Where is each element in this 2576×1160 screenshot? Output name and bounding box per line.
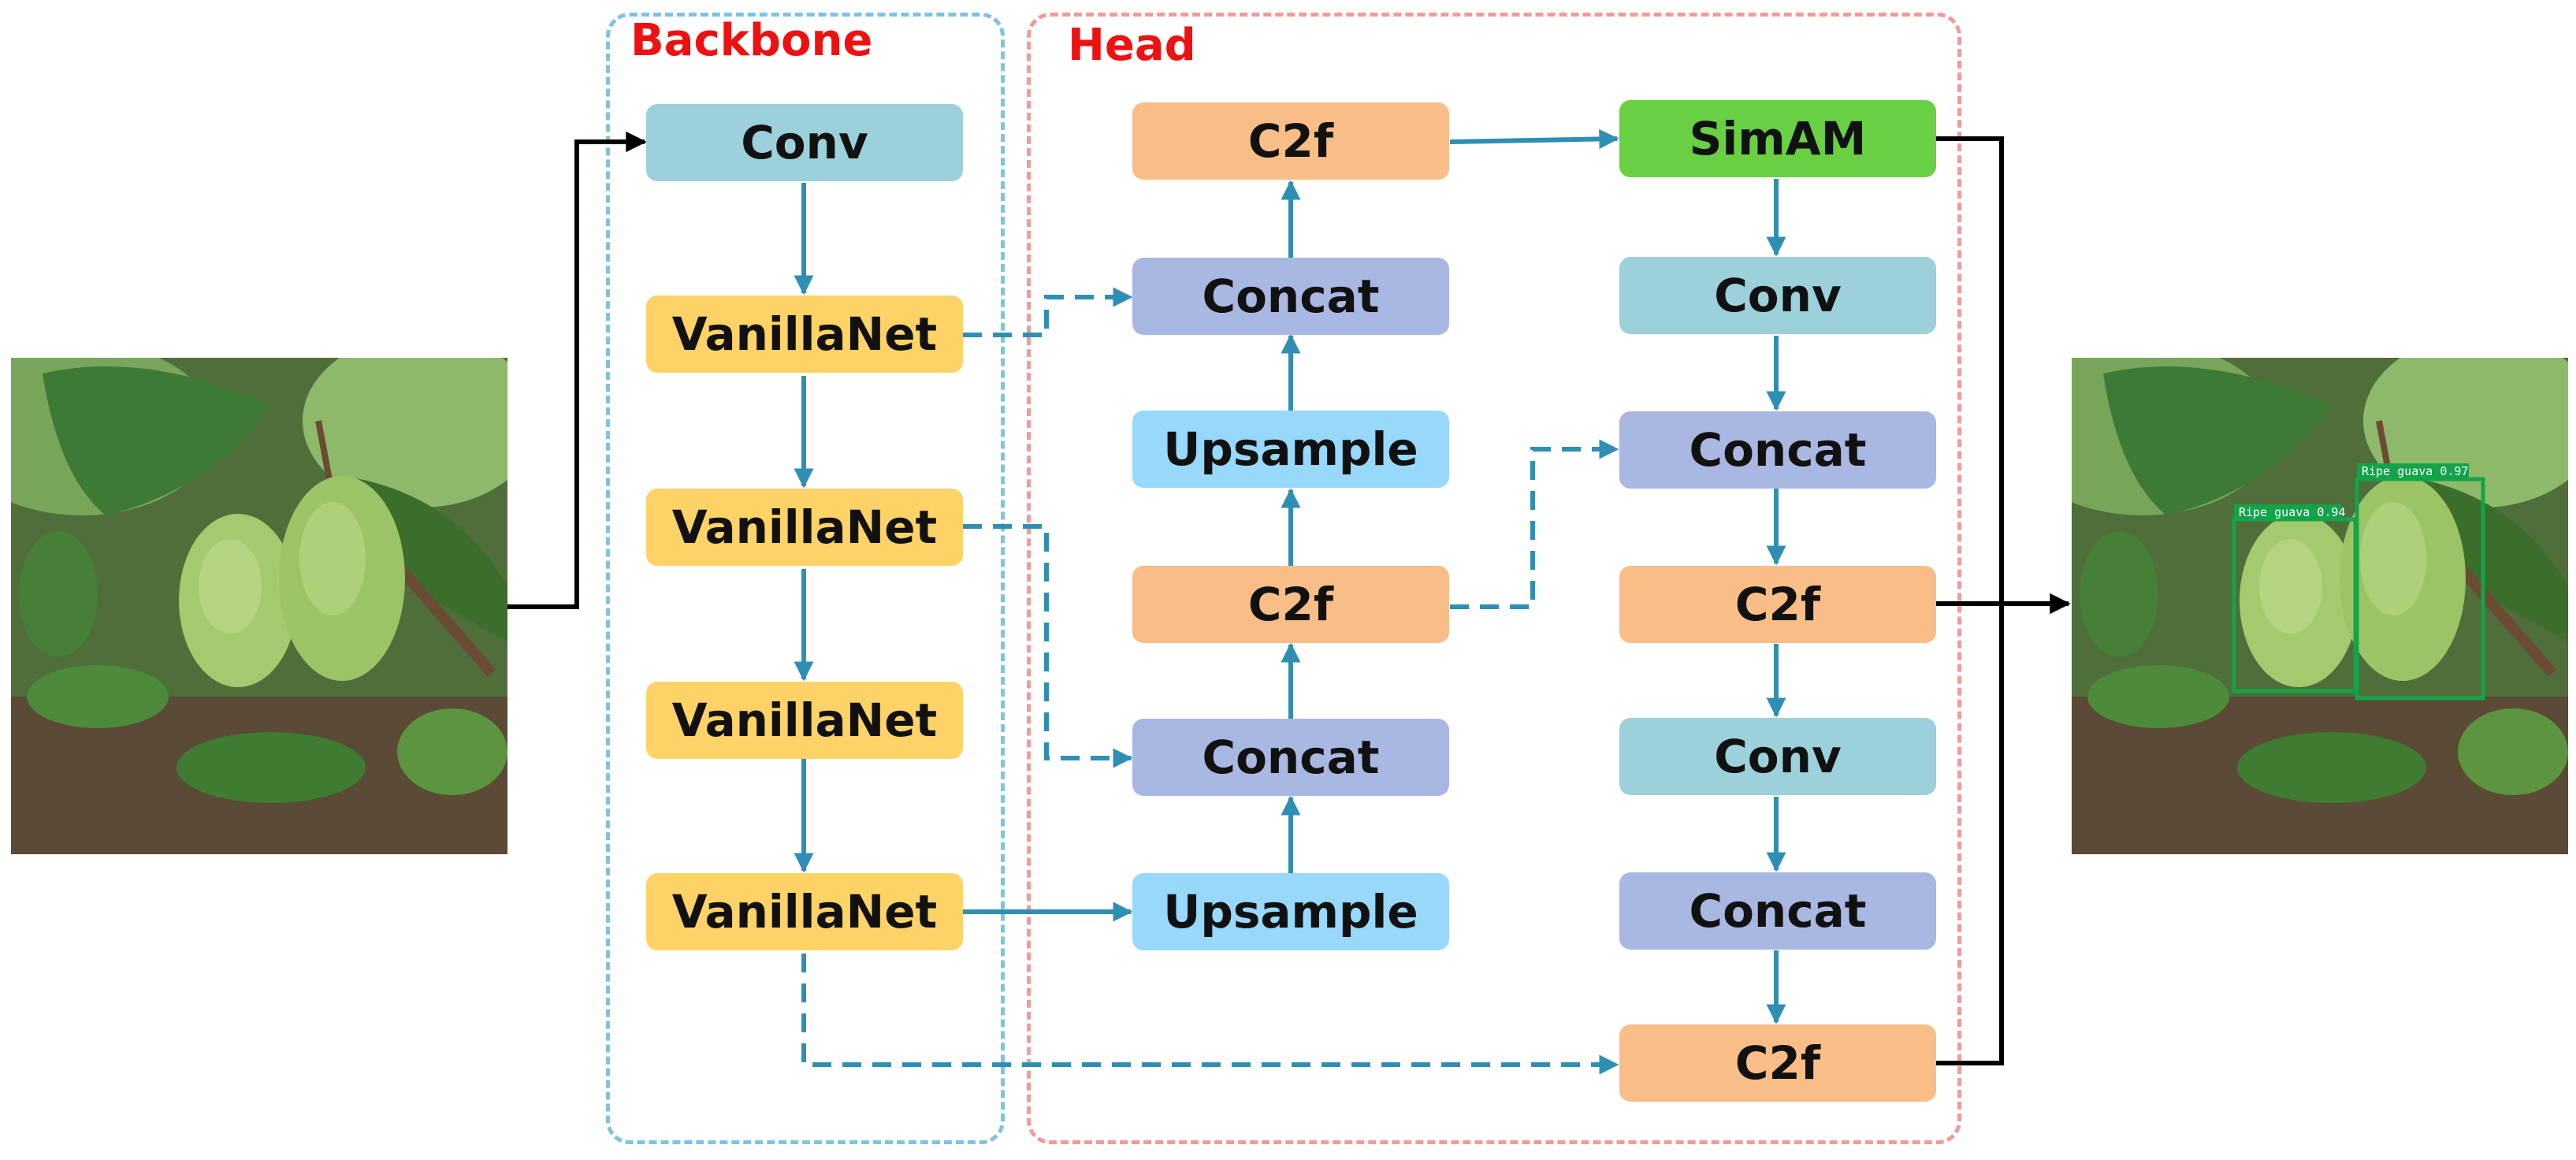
head-group-label: Head <box>1068 20 1196 71</box>
detection-label-2: Ripe guava 0.97 <box>2362 464 2468 478</box>
head-concat-block-upper: Concat <box>1132 258 1449 335</box>
head-c2f-block-right-middle: C2f <box>1619 566 1936 643</box>
detection-label-bg-2 <box>2357 463 2469 479</box>
input-guava-illustration <box>11 358 507 854</box>
head-concat-block-right-lower: Concat <box>1619 872 1936 950</box>
head-upsample-block-lower: Upsample <box>1132 873 1449 950</box>
head-concat-block-lower: Concat <box>1132 719 1449 796</box>
backbone-vanillanet-block-1: VanillaNet <box>646 296 963 373</box>
backbone-group-frame <box>606 13 1005 1144</box>
head-conv-block-lower: Conv <box>1619 718 1936 795</box>
head-conv-block-upper: Conv <box>1619 257 1936 334</box>
head-upsample-block-upper: Upsample <box>1132 411 1449 488</box>
head-c2f-block-bottom: C2f <box>1619 1024 1936 1102</box>
head-simam-block: SimAM <box>1619 100 1936 177</box>
head-concat-block-right-upper: Concat <box>1619 411 1936 489</box>
output-guava-illustration: Ripe guava 0.94 Ripe guava 0.97 <box>2072 358 2568 854</box>
output-image: Ripe guava 0.94 Ripe guava 0.97 <box>2072 358 2568 854</box>
input-image <box>11 358 507 854</box>
detection-label-1: Ripe guava 0.94 <box>2239 505 2345 519</box>
backbone-vanillanet-block-4: VanillaNet <box>646 873 963 950</box>
backbone-vanillanet-block-2: VanillaNet <box>646 489 963 566</box>
backbone-conv-block: Conv <box>646 104 963 181</box>
head-c2f-block-top: C2f <box>1132 102 1449 180</box>
head-c2f-block-middle: C2f <box>1132 566 1449 643</box>
backbone-group-label: Backbone <box>630 15 873 66</box>
detection-label-bg-1 <box>2234 504 2341 520</box>
backbone-vanillanet-block-3: VanillaNet <box>646 682 963 759</box>
